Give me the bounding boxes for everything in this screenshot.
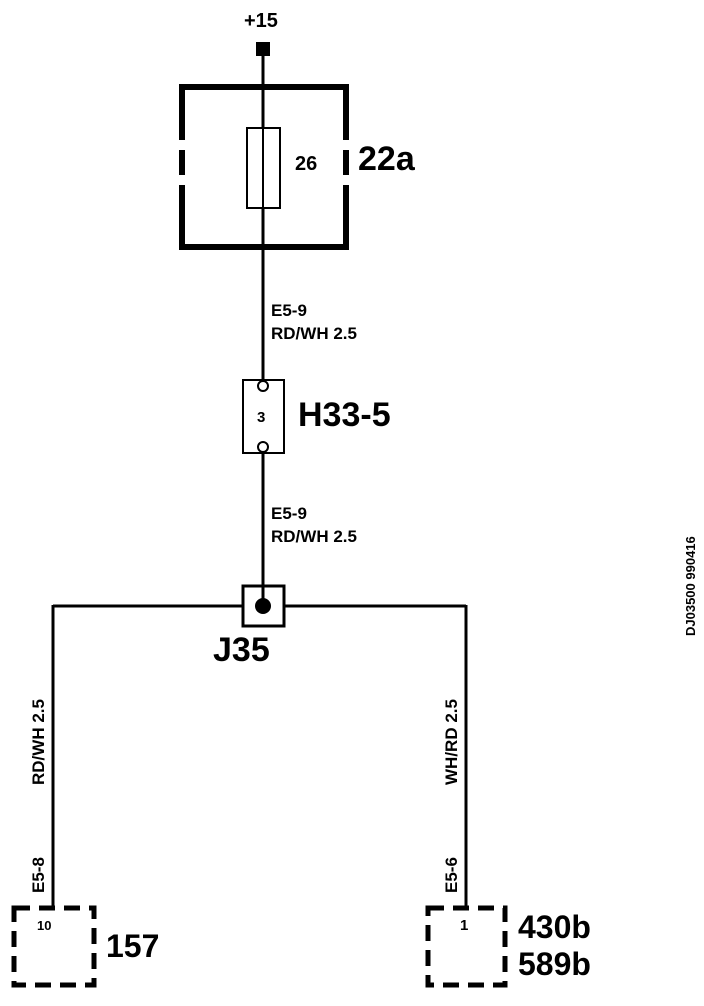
component-157-label: 157 [106,928,159,964]
left-wire-spec: RD/WH 2.5 [29,699,48,785]
right-wire-code: E5-6 [442,857,461,893]
connector-pin-bottom [257,441,269,453]
supply-terminal [256,42,270,56]
left-pin-number: 10 [37,918,51,933]
document-reference: DJ03500 990416 [683,536,698,636]
right-wire-spec: WH/RD 2.5 [442,699,461,785]
supply-label: +15 [244,10,278,32]
junction-id: J35 [213,631,270,669]
right-pin-number: 1 [460,917,468,934]
wire-middle-spec: RD/WH 2.5 [271,527,357,546]
connector-pin-top [257,380,269,392]
connector-pin-number: 3 [257,409,265,426]
wire-middle-code: E5-9 [271,504,307,523]
component-589b-label: 589b [518,946,591,982]
left-wire-code: E5-8 [29,857,48,893]
fuse-box-id: 22a [358,140,416,178]
component-430b-box [425,905,508,988]
fuse-number: 26 [295,153,317,175]
connector-id: H33-5 [298,396,391,434]
wire-upper-spec: RD/WH 2.5 [271,324,357,343]
connector-h33 [242,379,285,454]
component-157-box [11,905,97,988]
junction-dot [255,598,271,614]
fuse-box-22a [179,84,349,250]
component-430b-label: 430b [518,909,591,945]
wire-upper-code: E5-9 [271,301,307,320]
